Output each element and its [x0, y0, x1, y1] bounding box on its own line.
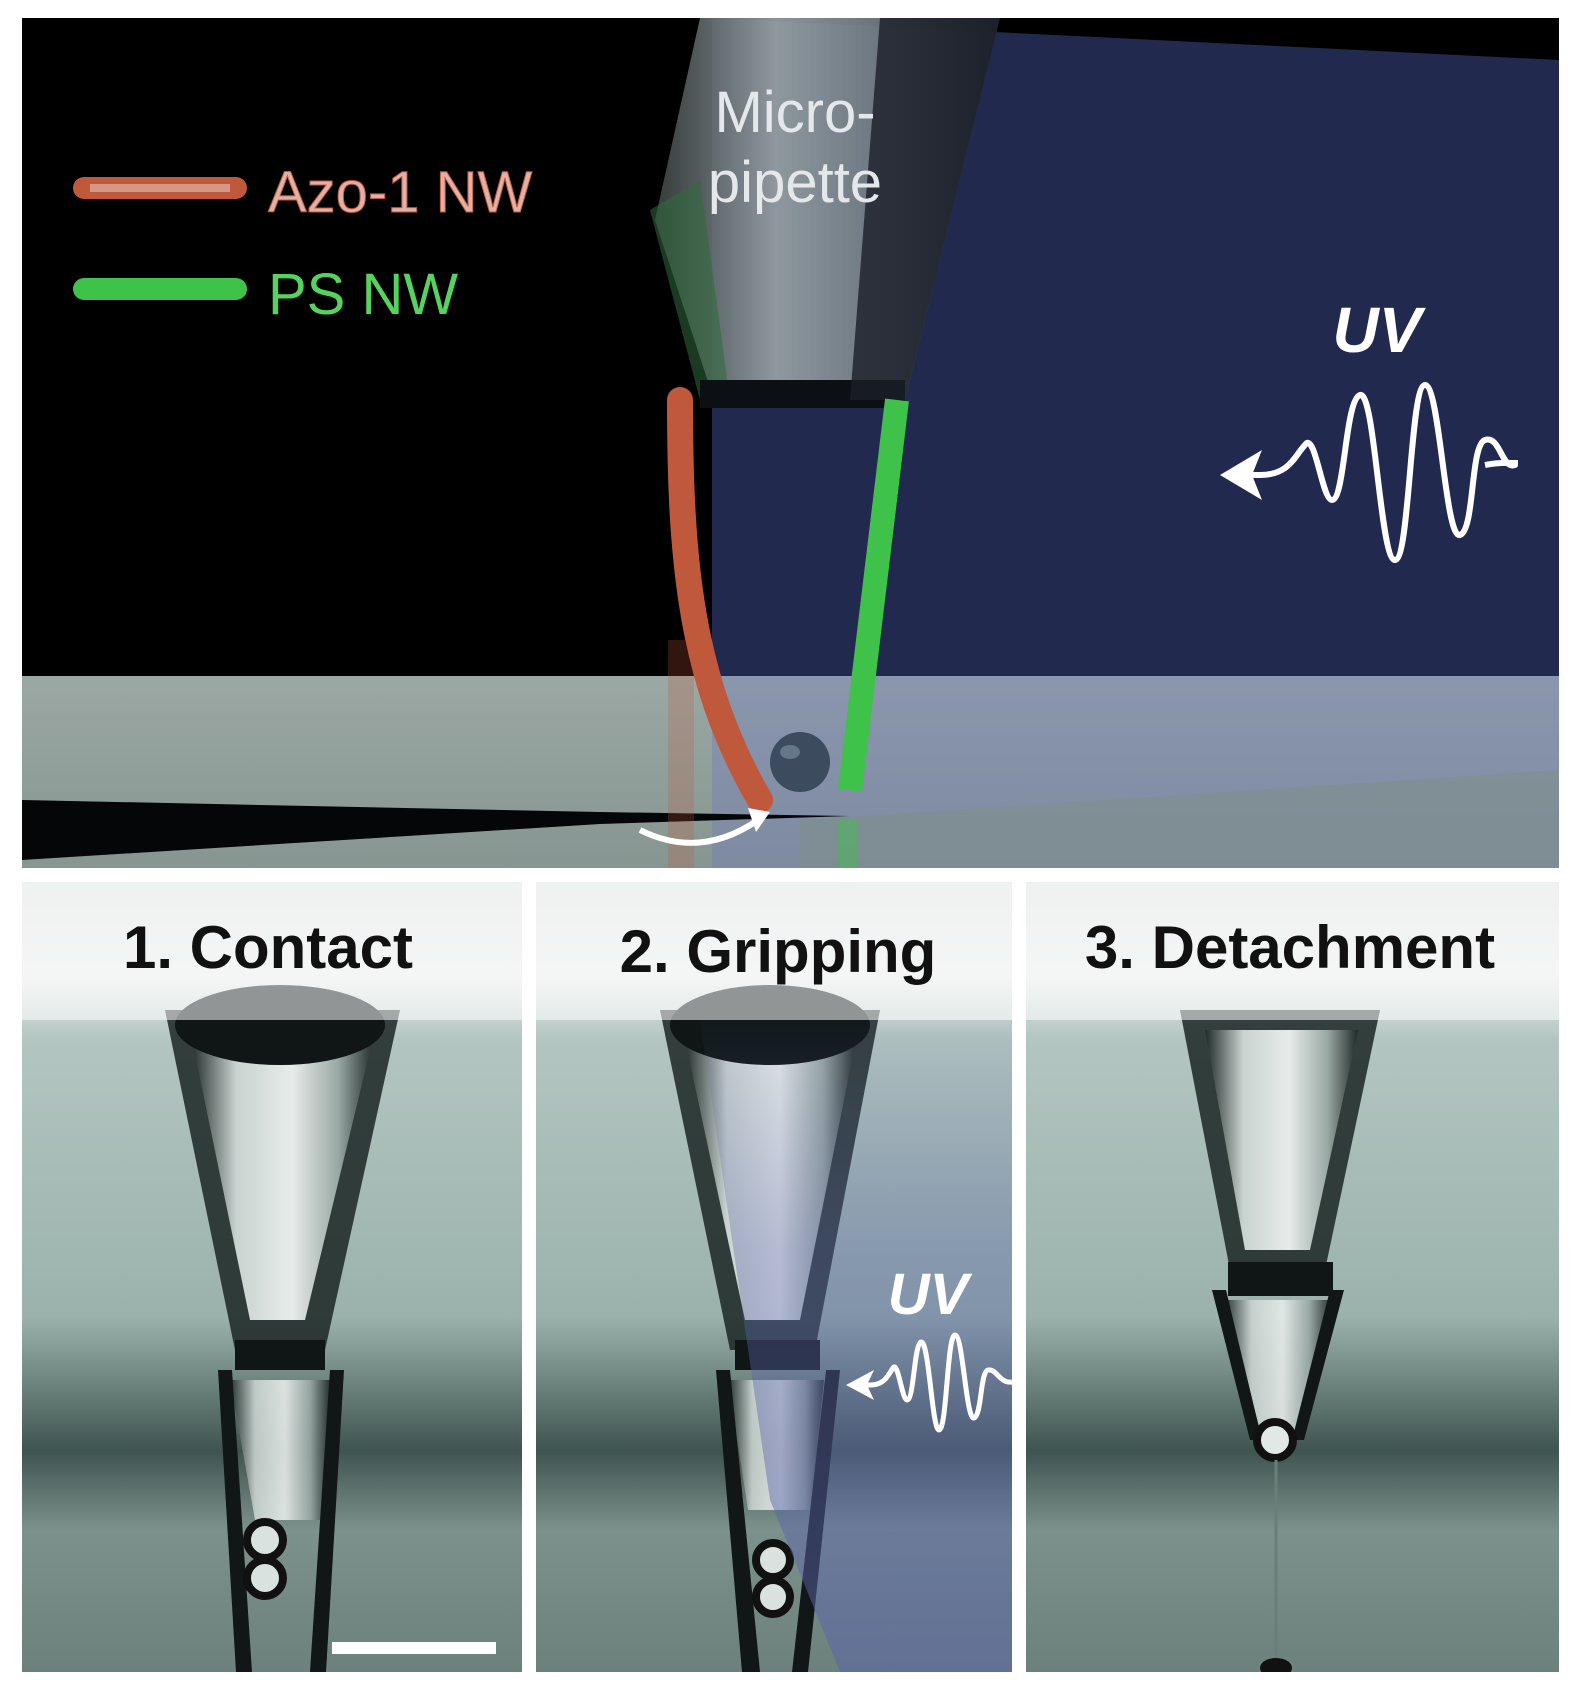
microsphere-highlight: [780, 745, 800, 759]
scale-bar: [332, 1642, 496, 1654]
substrate-edge-shadow: [800, 770, 1559, 868]
rotation-arrow: [638, 817, 760, 846]
uv-arrow-head-icon-panel-two: [846, 1370, 874, 1400]
panel-label-detachment: 3. Detachment: [1085, 914, 1495, 981]
panel-divider: [522, 882, 536, 1672]
micrograph-panel-detachment: [1026, 882, 1559, 1672]
legend-label-azo: Azo-1 NW: [268, 160, 533, 225]
uv-beam-overlay: [700, 1020, 1012, 1672]
micrograph-panel-contact: [22, 882, 522, 1672]
azo-nanowire: [667, 387, 773, 813]
panel-label-contact: 1. Contact: [123, 914, 413, 981]
pipette-label-line2: pipette: [708, 150, 882, 215]
schematic-panel: Azo-1 NW PS NW Micro- pipette UV: [22, 18, 1559, 870]
rotation-arrow-head: [748, 808, 770, 832]
uv-label: UV: [1333, 294, 1427, 366]
micrograph-panel-gripping: [536, 882, 1012, 1672]
ps-nanowire: [838, 398, 909, 792]
panel-divider: [1012, 882, 1026, 1672]
uv-wave-tail: [1484, 459, 1516, 468]
azo-nanowire-original-position: [668, 640, 694, 870]
pipette-label-line1: Micro-: [714, 80, 875, 145]
panel-divider: [22, 868, 1559, 882]
panel-label-gripping: 2. Gripping: [620, 918, 937, 985]
needle-probe: [22, 800, 850, 860]
micropipette: [650, 18, 1000, 408]
legend: Azo-1 NW PS NW: [73, 160, 533, 327]
uv-arrow-head-icon: [1220, 450, 1262, 500]
ps-nanowire-shadow: [838, 820, 858, 870]
microsphere: [770, 732, 830, 792]
uv-label-panel-two: UV: [888, 1262, 973, 1327]
uv-wave-icon-panel-two: [869, 1332, 1013, 1433]
micrograph-panels: 1. Contact 2. Gripping UV: [22, 868, 1559, 1672]
legend-label-ps: PS NW: [268, 262, 458, 327]
